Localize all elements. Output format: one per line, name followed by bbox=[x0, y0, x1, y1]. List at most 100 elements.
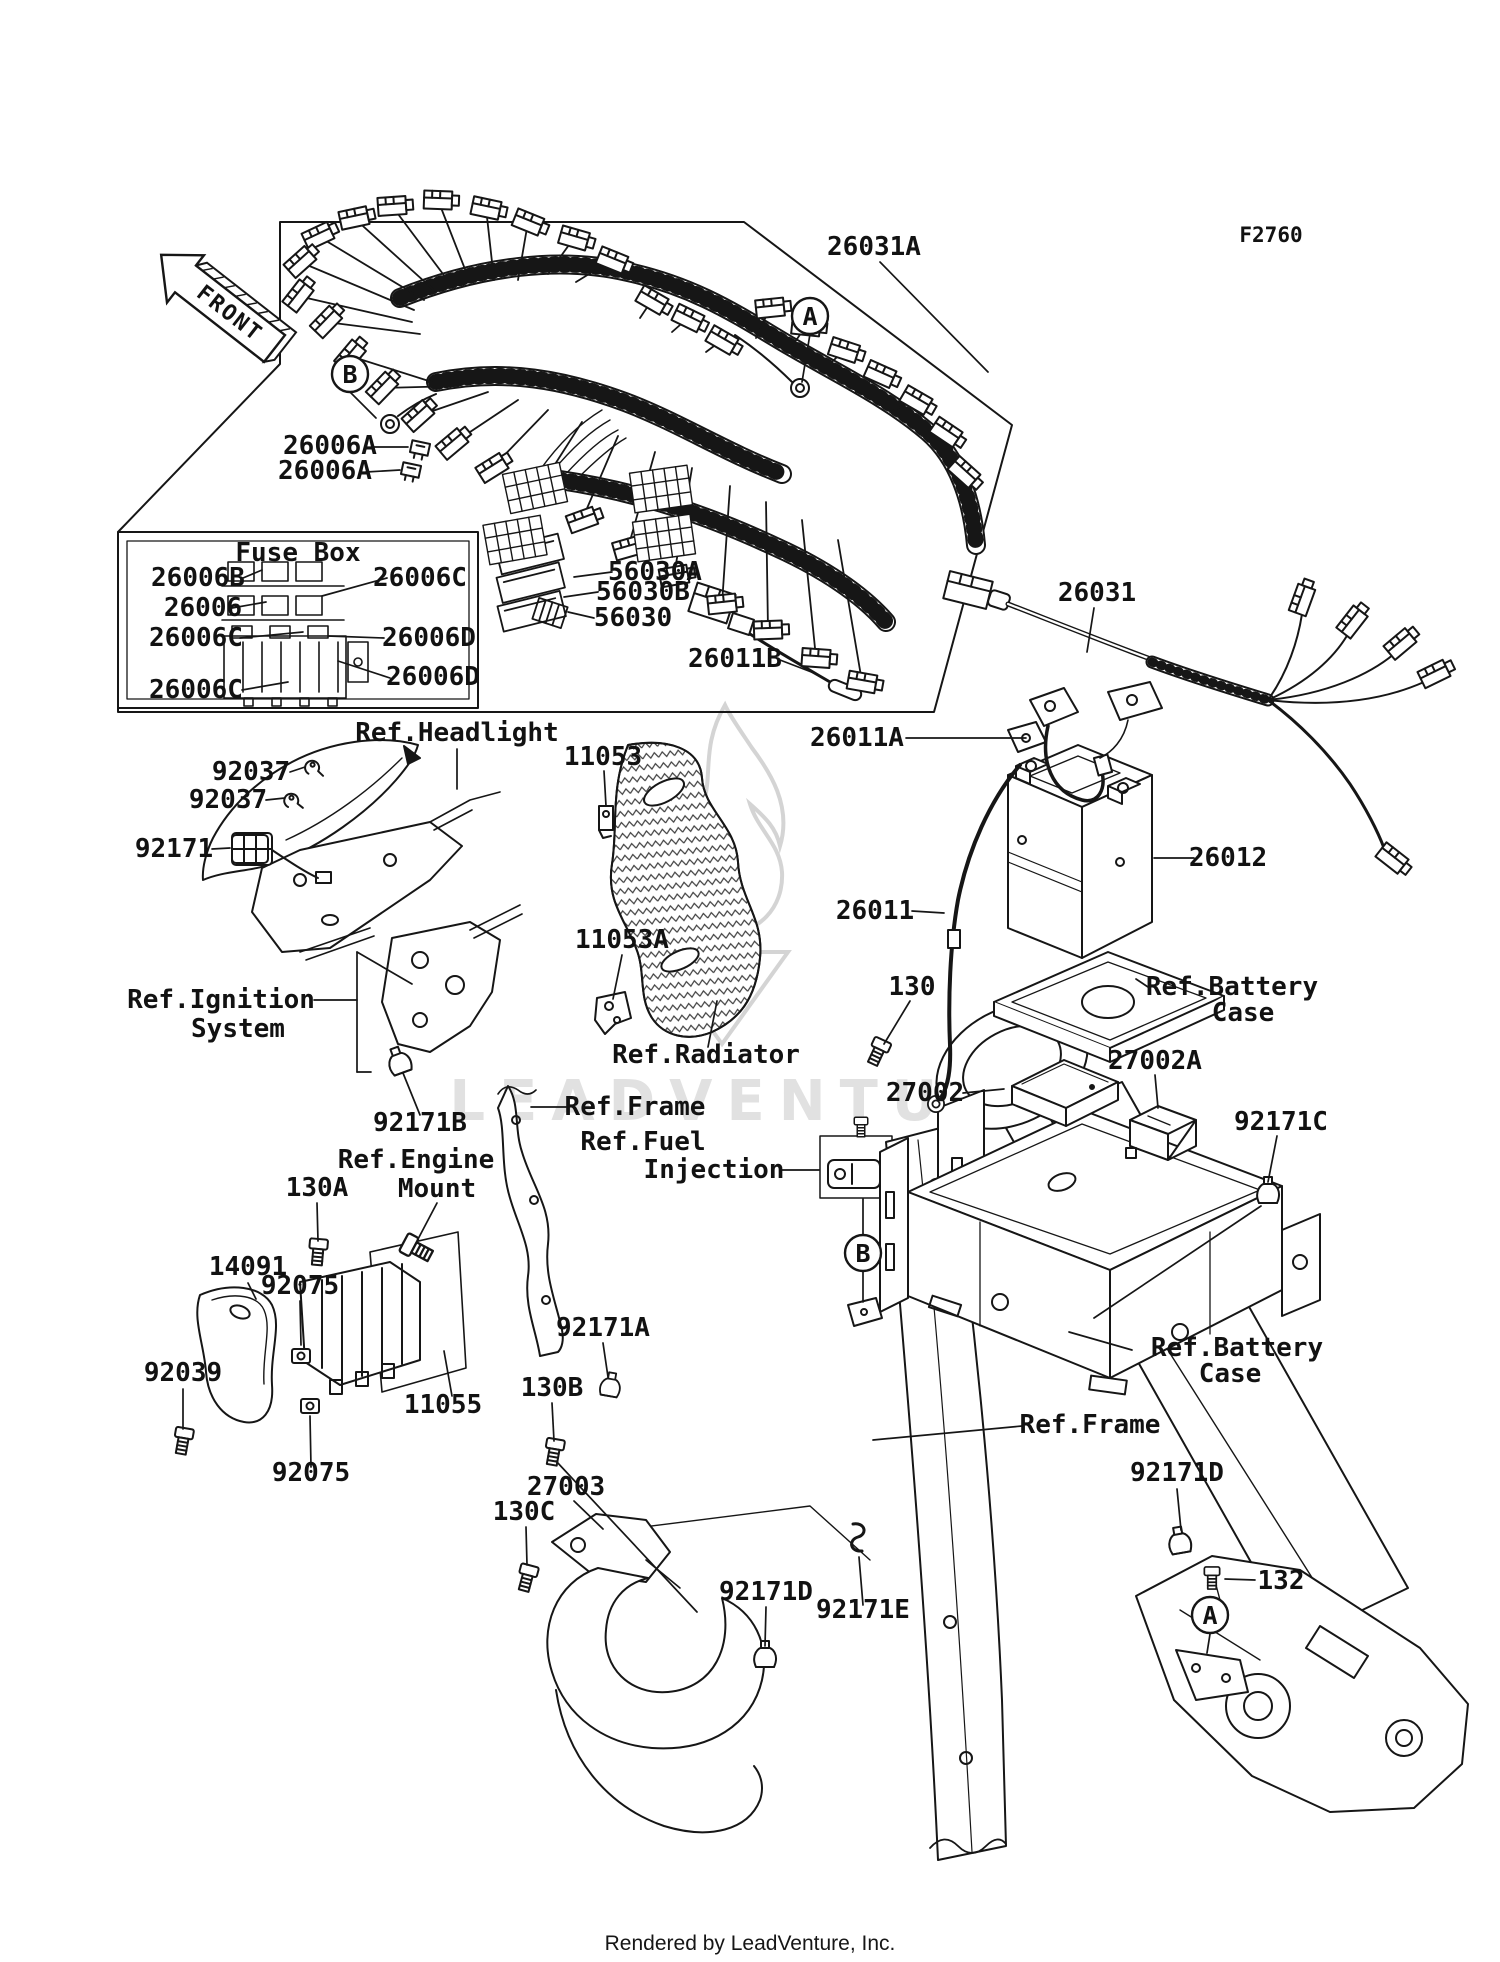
leader-line bbox=[567, 611, 595, 619]
connector-icon bbox=[704, 324, 744, 356]
connector-icon bbox=[800, 647, 839, 669]
diagram-generated-art bbox=[173, 189, 1457, 1668]
harness-branch-wire bbox=[349, 355, 433, 383]
label-26011a: 26011A bbox=[810, 723, 904, 753]
fuse-icon bbox=[399, 461, 423, 483]
clip-icon bbox=[304, 759, 325, 777]
connector-icon bbox=[469, 195, 509, 221]
label-26006: 26006 bbox=[164, 593, 242, 623]
connector-icon bbox=[364, 368, 402, 406]
leader-line bbox=[443, 1350, 453, 1397]
marker-a-top-label: A bbox=[802, 302, 817, 331]
harness-branch-wire bbox=[485, 207, 495, 281]
harness-branch-wire bbox=[391, 205, 453, 287]
battery-cable-26011a bbox=[1029, 681, 1163, 803]
ring-icon bbox=[380, 414, 400, 434]
leader-line bbox=[402, 1072, 421, 1116]
multi-pin-connector-icon bbox=[631, 513, 697, 563]
connector-icon bbox=[634, 284, 674, 316]
label-92039: 92039 bbox=[144, 1358, 222, 1388]
leader-line bbox=[872, 1425, 1023, 1441]
label-ref-battery-1: Ref.Battery bbox=[1146, 972, 1318, 1002]
leader-line bbox=[801, 333, 811, 383]
connector-icon bbox=[752, 619, 791, 641]
connector-icon bbox=[474, 451, 514, 485]
label-132: 132 bbox=[1258, 1566, 1305, 1596]
label-130b: 130B bbox=[521, 1373, 584, 1403]
label-11053a: 11053A bbox=[575, 925, 669, 955]
connector-icon bbox=[422, 189, 461, 211]
bolt-icon bbox=[853, 1116, 869, 1138]
label-14091: 14091 bbox=[209, 1252, 287, 1282]
label-ref-battery-2: Ref.Battery bbox=[1151, 1333, 1323, 1363]
marker-b-top-label: B bbox=[342, 360, 357, 389]
connector-icon bbox=[282, 243, 320, 280]
connector-icon bbox=[308, 302, 346, 340]
leader-line bbox=[764, 1606, 767, 1647]
label-26006d-bottom: 26006D bbox=[386, 662, 480, 692]
multi-pin-connector-icon bbox=[482, 514, 548, 566]
label-26006a-2: 26006A bbox=[278, 456, 372, 486]
connector-icon bbox=[510, 207, 551, 237]
label-26006c-right: 26006C bbox=[373, 563, 467, 593]
marker-b-top bbox=[330, 354, 370, 394]
engine-mount-parts bbox=[196, 1231, 467, 1424]
fuse-box-frame bbox=[117, 531, 479, 709]
ring-icon bbox=[926, 1094, 946, 1114]
label-130c: 130C bbox=[493, 1497, 556, 1527]
connector-icon bbox=[594, 245, 635, 275]
connector-icon bbox=[434, 425, 473, 461]
bolt-icon bbox=[398, 1232, 435, 1263]
connector-icon bbox=[1374, 841, 1413, 876]
part-labels: 26031A F2760 26006A 26006A Fuse Box 2600… bbox=[127, 223, 1328, 1625]
label-ref-headlight: Ref.Headlight bbox=[355, 718, 559, 748]
label-92171: 92171 bbox=[135, 834, 213, 864]
leader-line bbox=[231, 601, 267, 609]
marker-a-top bbox=[790, 296, 830, 336]
leader-line bbox=[612, 954, 623, 1000]
marker-a-bottom bbox=[1190, 1595, 1230, 1635]
marker-a-bottom-label: A bbox=[1202, 1601, 1217, 1630]
nut-icon bbox=[291, 1348, 311, 1364]
harness-branch-wire bbox=[837, 539, 863, 683]
connector-icon bbox=[862, 359, 903, 389]
leader-line bbox=[239, 631, 304, 639]
label-92075-2: 92075 bbox=[272, 1458, 350, 1488]
label-27002a: 27002A bbox=[1108, 1046, 1202, 1076]
harness-branch-wire bbox=[801, 519, 817, 659]
main-cable-26031 bbox=[942, 570, 1425, 850]
connector-icon bbox=[845, 669, 885, 695]
leader-line bbox=[1267, 1135, 1278, 1183]
harness-branch-wire bbox=[297, 295, 413, 323]
connector-icon bbox=[281, 275, 316, 314]
leader-line bbox=[525, 1526, 528, 1566]
fuse-box-title: Fuse Box bbox=[235, 538, 360, 568]
label-26006c-bottom: 26006C bbox=[149, 675, 243, 705]
harness-branch-wire bbox=[437, 199, 471, 283]
radiator-shield bbox=[609, 741, 762, 1038]
multi-pin-connector-icon bbox=[628, 464, 694, 514]
connector-icon bbox=[1335, 601, 1370, 640]
label-56030a: 56030A bbox=[608, 557, 702, 587]
relay-27002a bbox=[1125, 1105, 1197, 1161]
connector-icon bbox=[337, 205, 377, 231]
leader-line bbox=[962, 1088, 1005, 1094]
leader-line bbox=[349, 391, 377, 419]
leader-line bbox=[858, 1556, 864, 1606]
connector-icon bbox=[826, 336, 867, 364]
bolt-icon bbox=[1203, 1566, 1221, 1590]
harness-branch-wire bbox=[325, 321, 421, 335]
leader-line bbox=[1093, 1205, 1262, 1319]
diagram-line-art bbox=[117, 221, 1469, 1861]
connector-icon bbox=[1287, 577, 1317, 618]
connector-icon bbox=[928, 415, 968, 449]
leader-line bbox=[779, 659, 815, 674]
connector-icon bbox=[300, 220, 341, 252]
leader-line bbox=[883, 1000, 911, 1045]
harness-trunk-wrap bbox=[552, 472, 894, 630]
leader-line bbox=[1176, 1488, 1182, 1531]
leader-line bbox=[327, 635, 385, 639]
label-26011: 26011 bbox=[836, 896, 914, 926]
label-92171c: 92171C bbox=[1234, 1107, 1328, 1137]
leader-line bbox=[1068, 1331, 1133, 1351]
